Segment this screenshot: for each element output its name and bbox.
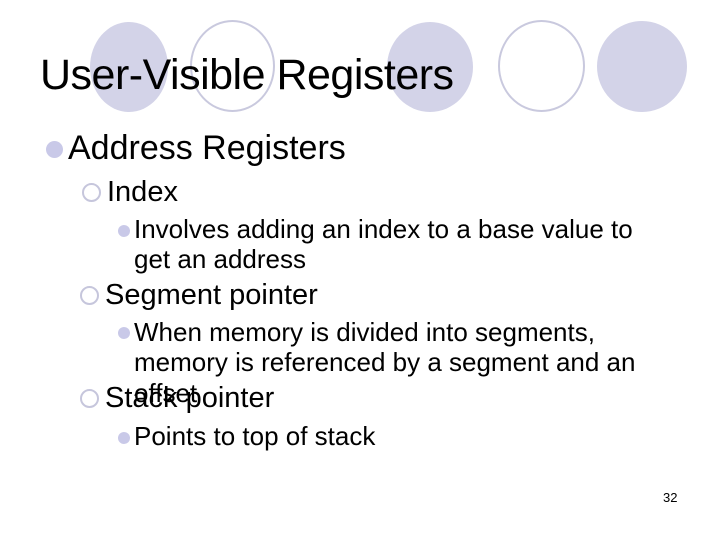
bullet-item-stack-pointer: Stack pointer (80, 381, 274, 416)
bullet-item-involves-adding: Involves adding an index to a base value… (118, 214, 639, 275)
decor-circle-outlined-icon (190, 20, 275, 112)
decor-circle-outlined-icon (498, 20, 585, 112)
bullet-text: Involves adding an index to a base value… (134, 214, 633, 275)
open-circle-bullet-icon (80, 286, 99, 305)
filled-bullet-icon (118, 225, 130, 237)
bullet-item-when-memory: When memory is divided into segments, me… (118, 317, 639, 408)
decor-circle-filled-icon (90, 22, 168, 112)
bullet-text: Stack pointer (105, 382, 275, 414)
decor-circle-filled-icon (597, 21, 687, 112)
bullet-item-address-registers: Address Registers (46, 128, 346, 169)
page-number: 32 (663, 490, 678, 505)
filled-bullet-icon (118, 432, 130, 444)
open-circle-bullet-icon (80, 389, 99, 408)
filled-bullet-icon (46, 141, 63, 158)
bullet-text: When memory is divided into segments, me… (134, 317, 636, 408)
bullet-item-segment-pointer: Segment pointer (80, 278, 318, 313)
bullet-item-points-to-top: Points to top of stack (118, 421, 639, 451)
bullet-text: Address Registers (68, 129, 346, 167)
bullet-text: Points to top of stack (134, 421, 376, 451)
open-circle-bullet-icon (82, 183, 101, 202)
slide-title: User-Visible Registers (40, 51, 454, 99)
decor-circle-filled-icon (387, 22, 473, 112)
bullet-item-index: Index (82, 175, 178, 210)
filled-bullet-icon (118, 327, 130, 339)
bullet-text: Segment pointer (105, 279, 318, 311)
bullet-text: Index (107, 176, 178, 208)
